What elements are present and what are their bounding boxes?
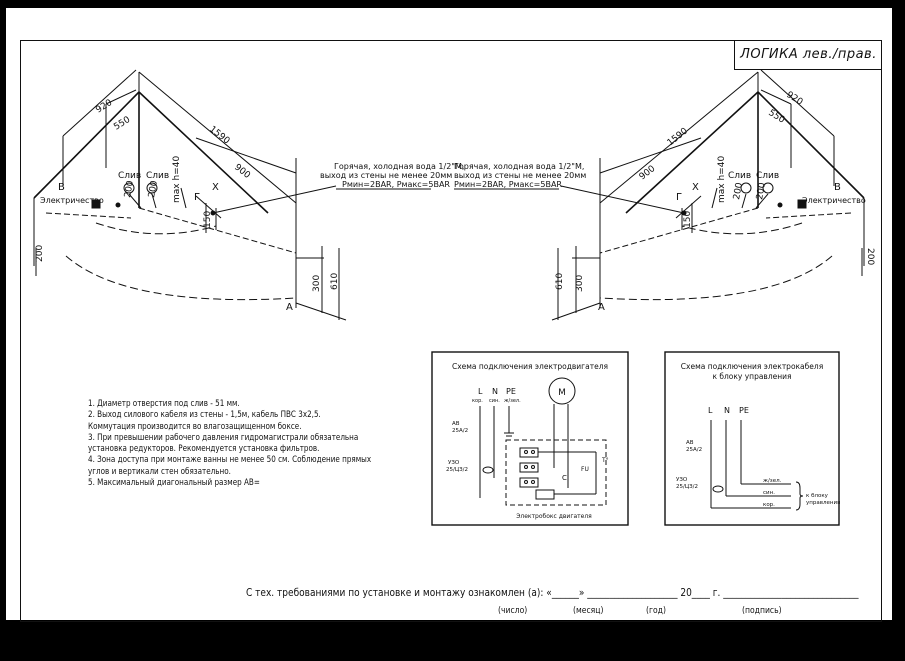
drawing-sheet: ЛОГИКА лев./прав. [6,8,892,622]
right-label-a: A [598,302,605,313]
cable-n: N [724,406,730,415]
motor-fuse-label: FU [581,466,589,473]
note-line: 3. При превышении рабочего давления гидр… [88,431,359,442]
note-line: установка редукторов. Рекомендуется уста… [88,443,320,454]
left-corner-view: 920 550 1590 900 200 200 200 max h=40 15… [33,69,347,321]
motor-capacitor-label: C [562,474,567,482]
right-dim-200-b: 200 [755,182,768,201]
right-dim-200-a: 200 [732,182,745,201]
cable-wire-pe: ж/зел. [763,478,782,484]
title-block: ЛОГИКА лев./прав. [734,40,882,70]
cable-uzo-rating: 25/ЦЗ/2 [676,484,698,490]
left-label-drain1: Слив [118,171,141,181]
motor-n-sub: син. [489,398,500,404]
caption-year: (год) [646,606,666,616]
left-dim-900: 900 [232,162,252,181]
motor-symbol: М [558,388,566,398]
cable-wire-n: син. [763,490,775,496]
cable-dest2: управления [806,500,840,506]
cable-wire-l: кор. [763,502,775,508]
note-line: 2. Выход силового кабеля из стены - 1,5м… [88,409,321,420]
motor-thermo-label: T° [601,457,609,464]
cable-wiring-scheme: Схема подключения электрокабеля к блоку … [664,351,840,526]
cable-dest1: к блоку [806,493,829,499]
cable-uzo: УЗО [676,477,688,483]
right-dim-1590: 1590 [666,126,690,148]
right-label-drain1: Слив [728,171,751,181]
left-dim-610: 610 [330,273,340,290]
cable-ab-rating: 25А/2 [686,447,702,453]
motor-box-label: Электробокс двигателя [516,513,592,520]
water-note-right-line2: выход из стены не менее 20мм [454,171,586,180]
cable-l: L [708,406,713,415]
right-dim-300: 300 [575,275,585,292]
motor-n: N [492,387,498,396]
water-note-right-line1: Горячая, холодная вода 1/2"М, [454,162,584,171]
water-note-left-line1: Горячая, холодная вода 1/2"М, [334,162,464,171]
right-label-b: B [834,182,841,193]
left-dim-h40: max h=40 [172,156,182,203]
title-text: ЛОГИКА лев./прав. [740,47,877,62]
motor-pe-sub: ж/зел. [504,398,521,404]
caption-signature: (подпись) [742,606,782,616]
left-dim-300: 300 [312,275,322,292]
right-dim-920: 920 [784,90,804,108]
drawing-frame [20,40,882,622]
installation-notes: 1. Диаметр отверстия под слив - 51 мм. 2… [88,398,372,488]
cable-ab: АВ [686,440,694,446]
water-note-left: Горячая, холодная вода 1/2"М, выход из с… [320,162,464,190]
note-line: 4. Зона доступа при монтаже ванны не мен… [88,454,372,465]
right-label-g: Г [676,192,682,203]
water-note-right-line3: Рмин=2BAR, Рмакс=5BAR [454,180,562,189]
cable-scheme-title1: Схема подключения электрокабеля [681,362,823,371]
left-label-x: X [212,182,219,193]
right-label-elec: Электричество [802,196,866,205]
motor-ab: АВ [452,421,460,427]
water-note-right: Горячая, холодная вода 1/2"М, выход из с… [454,162,586,190]
motor-l-sub: кор. [472,398,483,404]
caption-month: (месяц) [573,606,604,616]
right-dim-610: 610 [555,273,565,290]
motor-uzo-rating: 25/ЦЗ/2 [446,467,468,473]
left-label-elec: Электричество [40,196,104,205]
cable-pe: PE [739,406,749,415]
left-label-b: B [58,182,65,193]
note-line: 5. Максимальный диагональный размер AB= [88,477,260,488]
left-label-drain2: Слив [146,171,169,181]
right-label-x: X [692,182,699,193]
left-dim-150: 150 [203,211,213,228]
acknowledgement-line: С тех. требованиями по установке и монта… [246,586,859,599]
left-dim-550: 550 [112,115,132,133]
left-label-g: Г [194,192,200,203]
left-dim-920: 920 [94,98,114,116]
left-label-a: A [286,302,293,313]
motor-scheme-title: Схема подключения электродвигателя [452,362,608,371]
water-note-left-line2: выход из стены не менее 20мм [320,171,452,180]
water-note-left-line3: Рмин=2BAR, Рмакс=5BAR [342,180,450,189]
note-line: 1. Диаметр отверстия под слив - 51 мм. [88,398,240,408]
right-dim-550: 550 [766,108,786,126]
motor-wiring-scheme: Схема подключения электродвигателя L N P… [431,351,629,526]
right-dim-200: 200 [865,248,875,265]
motor-uzo: УЗО [448,460,460,466]
right-dim-150: 150 [683,211,693,228]
right-label-drain2: Слив [756,171,779,181]
right-corner-view: 920 550 1590 900 200 200 200 max h=40 15… [551,69,875,321]
caption-day: (число) [498,606,528,616]
left-dim-200-a: 200 [123,180,136,199]
motor-pe: PE [506,387,516,396]
cable-scheme-title2: к блоку управления [712,372,791,381]
left-dim-200: 200 [35,245,45,262]
right-dim-h40: max h=40 [717,156,727,203]
motor-l: L [478,387,483,396]
note-line: углов и вертикали стен обязательно. [88,465,231,476]
motor-ab-rating: 25А/2 [452,428,468,434]
left-dim-200-b: 200 [147,180,160,199]
note-line: Коммутация производится во влагозащищенн… [88,420,302,431]
installation-drawing: 920 550 1590 900 200 200 200 max h=40 15… [33,69,875,526]
right-dim-900: 900 [638,164,658,183]
